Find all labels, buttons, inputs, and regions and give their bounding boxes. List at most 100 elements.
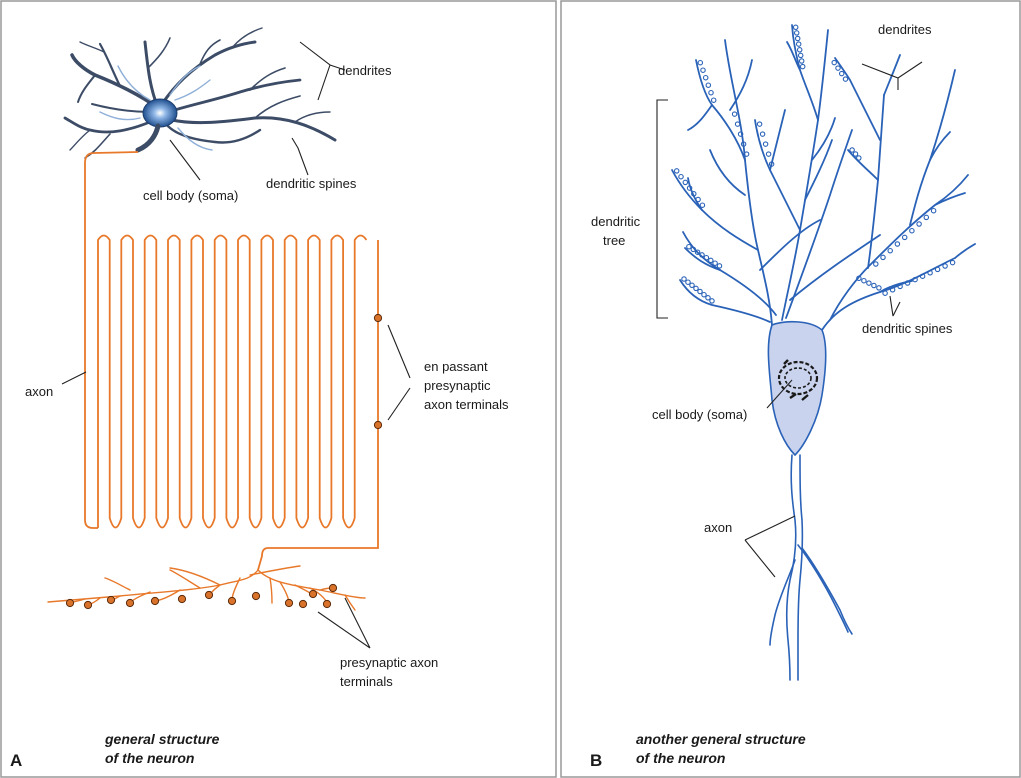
dendritic-spine	[924, 215, 928, 219]
dendritic-spine	[888, 249, 892, 253]
label-en-passant-line3: axon terminals	[424, 397, 509, 412]
dendritic-spine	[867, 281, 871, 285]
panel-b: dendrites dendritic tree dendritic spine…	[590, 22, 975, 770]
dendritic-spine	[799, 53, 803, 57]
dendritic-spine	[735, 122, 739, 126]
dendritic-spine	[706, 296, 710, 300]
dendritic-spine	[862, 279, 866, 283]
dendritic-spine	[709, 91, 713, 95]
terminal-bouton	[299, 600, 306, 607]
dendritic-spine	[717, 264, 721, 268]
dendritic-spine	[881, 255, 885, 259]
dendritic-spine	[794, 25, 798, 29]
en-passant-bouton	[374, 421, 381, 428]
terminal-bouton	[151, 597, 158, 604]
label-presynaptic-line1: presynaptic axon	[340, 655, 438, 670]
dendritic-spine	[698, 289, 702, 293]
dendritic-spine	[698, 61, 702, 65]
label-axon-b: axon	[704, 520, 732, 535]
dendritic-spine	[712, 98, 716, 102]
dendritic-spine	[853, 152, 857, 156]
label-dendritic-tree-line1: dendritic	[591, 214, 641, 229]
terminal-bouton	[323, 600, 330, 607]
dendritic-spine	[690, 283, 694, 287]
dendritic-spine	[675, 169, 679, 173]
terminal-bouton	[84, 601, 91, 608]
dendritic-spine	[798, 48, 802, 52]
terminal-bouton	[309, 590, 316, 597]
label-en-passant-line1: en passant	[424, 359, 488, 374]
panel-a-axon-start	[85, 152, 138, 528]
terminal-bouton	[126, 599, 133, 606]
dendritic-spine	[910, 229, 914, 233]
panel-a-soma	[143, 99, 177, 127]
terminal-bouton	[178, 595, 185, 602]
dendritic-spine	[694, 286, 698, 290]
dendritic-spine	[935, 267, 939, 271]
dendritic-spine	[702, 293, 706, 297]
dendritic-spine	[704, 76, 708, 80]
en-passant-bouton	[374, 314, 381, 321]
dendritic-spine	[757, 122, 761, 126]
axon-leader-b	[745, 516, 795, 577]
dendritic-spine	[700, 203, 704, 207]
panel-a: dendrites cell body (soma) dendritic spi…	[10, 28, 509, 770]
panel-b-soma	[768, 322, 825, 455]
dendritic-spine	[760, 132, 764, 136]
label-en-passant-line2: presynaptic	[424, 378, 491, 393]
label-dendritic-tree-line2: tree	[603, 233, 625, 248]
terminal-bouton	[252, 592, 259, 599]
dendritic-spine	[872, 283, 876, 287]
panel-b-leader-lines	[657, 62, 922, 577]
panel-a-axon-hillock	[138, 126, 158, 150]
label-cell-body-b: cell body (soma)	[652, 407, 747, 422]
dendritic-spine	[795, 31, 799, 35]
dendritic-spine	[706, 83, 710, 87]
dendritic-spine	[895, 242, 899, 246]
terminal-bouton	[228, 597, 235, 604]
dendritic-spine	[903, 235, 907, 239]
panel-a-terminal-arbor	[48, 566, 365, 610]
terminal-bouton	[107, 596, 114, 603]
dendritic-spine	[696, 197, 700, 201]
dendritic-spine	[874, 262, 878, 266]
panel-b-caption-line2: of the neuron	[636, 750, 725, 766]
terminal-bouton	[285, 599, 292, 606]
dendritic-tree-bracket	[657, 100, 668, 318]
en-passant-leader	[388, 325, 410, 420]
dendritic-spine	[713, 261, 717, 265]
dendritic-spine	[683, 180, 687, 184]
label-dendritic-spines-b: dendritic spines	[862, 321, 953, 336]
dendritic-spine	[840, 71, 844, 75]
label-dendrites-a: dendrites	[338, 63, 392, 78]
terminal-bouton	[329, 584, 336, 591]
axon-leader	[62, 372, 86, 384]
dendritic-spine	[931, 209, 935, 213]
panel-a-axon-exit	[258, 240, 378, 570]
soma-leader	[170, 140, 200, 180]
dendritic-spine	[701, 68, 705, 72]
label-cell-body-a: cell body (soma)	[143, 188, 238, 203]
dendritic-spine	[877, 286, 881, 290]
label-axon-a: axon	[25, 384, 53, 399]
dendritic-spine	[682, 277, 686, 281]
panel-b-dendritic-tree	[672, 25, 975, 330]
dendritic-spine	[832, 60, 836, 64]
dendritic-spine	[883, 291, 887, 295]
panel-b-axon	[770, 455, 852, 680]
dendritic-spine	[950, 260, 954, 264]
dendritic-spine	[796, 36, 800, 40]
dendritic-spine	[732, 112, 736, 116]
spines-leader-b	[890, 296, 900, 316]
dendritic-spine	[704, 256, 708, 260]
dendritic-spine	[843, 77, 847, 81]
panel-a-caption-line1: general structure	[104, 731, 220, 747]
terminal-bouton	[66, 599, 73, 606]
dendritic-spine	[800, 59, 804, 63]
panel-a-letter: A	[10, 751, 22, 770]
dendritic-spine	[801, 64, 805, 68]
dendritic-spine	[709, 258, 713, 262]
label-dendritic-spines-a: dendritic spines	[266, 176, 357, 191]
panel-a-caption-line2: of the neuron	[105, 750, 194, 766]
